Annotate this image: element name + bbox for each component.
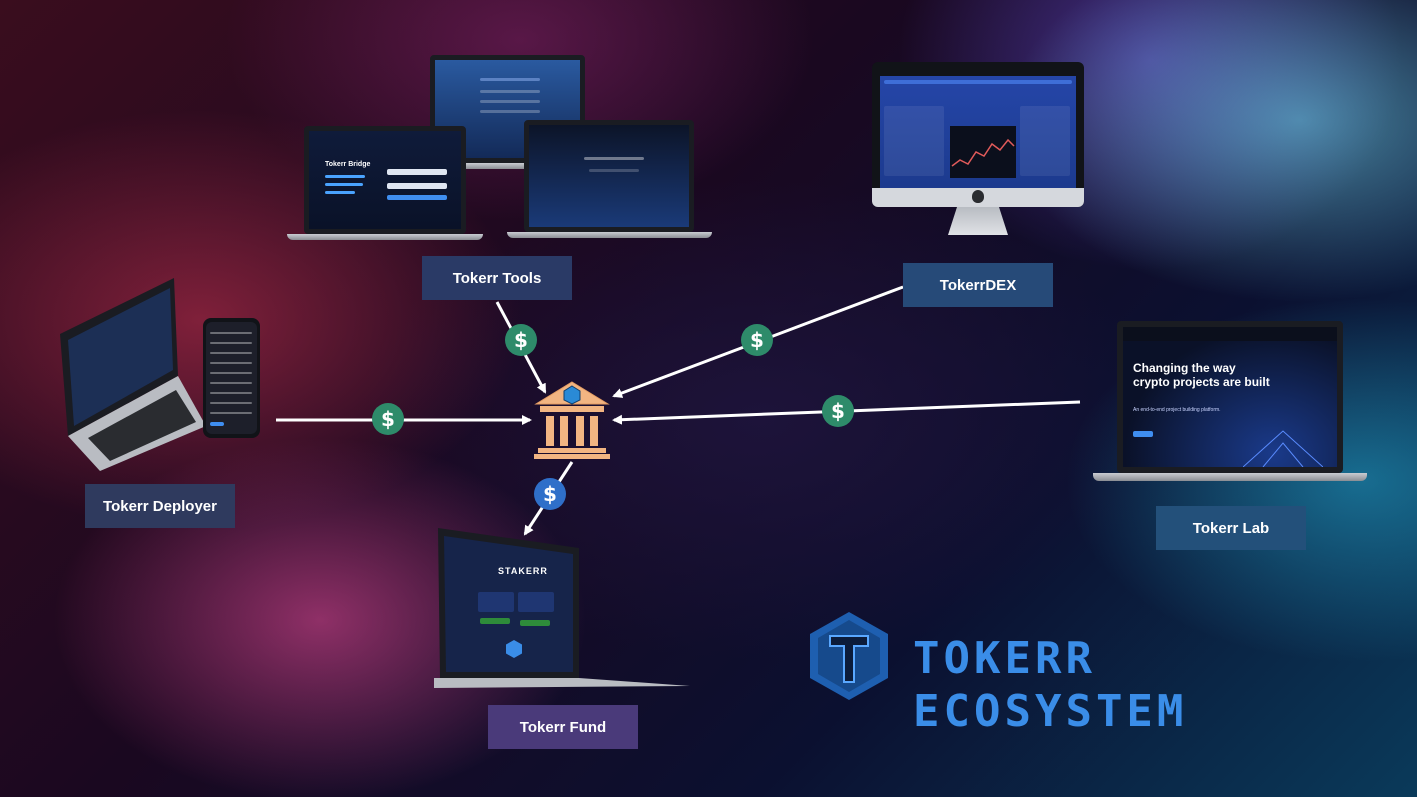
candlestick-icon [951, 138, 1015, 167]
apple-logo-icon [972, 190, 984, 203]
dex-chart [950, 126, 1016, 178]
label-tokerr-deployer: Tokerr Deployer [85, 484, 235, 528]
tools-laptop-bridge: Tokerr Bridge [287, 126, 483, 241]
lab-laptop: Changing the way crypto projects are bui… [1093, 321, 1367, 483]
fund-laptop-shape [434, 528, 690, 688]
deployer-laptop-shape [60, 278, 206, 471]
dollar-icon-lab: $ [822, 395, 854, 427]
lab-nav-bar [1123, 327, 1337, 341]
dex-imac [872, 62, 1084, 242]
deployer-laptop [58, 276, 208, 471]
label-tokerr-lab: Tokerr Lab [1156, 506, 1306, 550]
dollar-icon-dex: $ [741, 324, 773, 356]
fund-title: STAKERR [498, 566, 548, 576]
brand-title-line1: TOKERR [913, 633, 1096, 684]
dollar-icon-fund: $ [534, 478, 566, 510]
fund-laptop: STAKERR [434, 528, 692, 688]
bridge-title: Tokerr Bridge [325, 161, 371, 168]
label-tokerr-fund: Tokerr Fund [488, 705, 638, 749]
deployer-phone [203, 318, 260, 438]
tokerr-logo [808, 610, 890, 702]
dex-imac-screen [880, 76, 1076, 188]
label-tokerrdex: TokerrDEX [903, 263, 1053, 307]
dollar-icon-deployer: $ [372, 403, 404, 435]
brand-title-line2: ECOSYSTEM [913, 686, 1188, 737]
lab-subtext: An end-to-end project building platform. [1133, 407, 1221, 413]
label-tokerr-tools: Tokerr Tools [422, 256, 572, 300]
lab-grid-graphic [1243, 430, 1323, 467]
dollar-icon-tools: $ [505, 324, 537, 356]
tools-laptop-right [507, 120, 712, 240]
lab-headline: Changing the way crypto projects are bui… [1133, 361, 1270, 389]
bank-icon [534, 380, 610, 460]
fund-logo-icon [506, 640, 522, 658]
